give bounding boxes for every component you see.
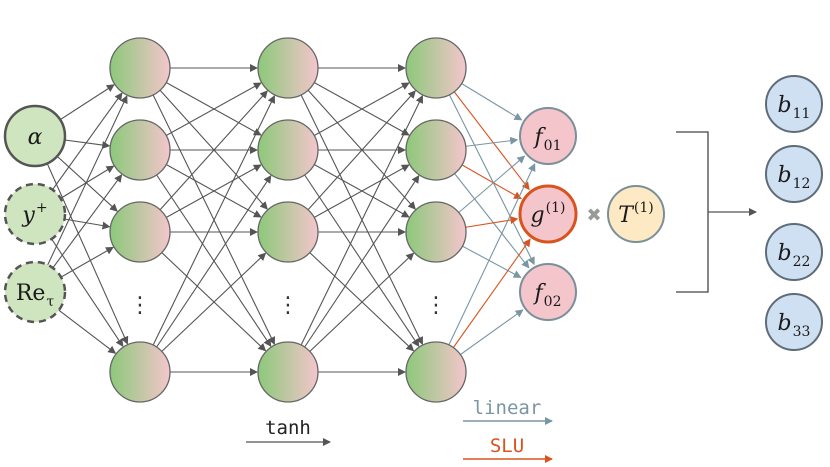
- result-label-11-sub: 11: [793, 106, 811, 122]
- tensor-basis-label-base: T: [618, 203, 635, 228]
- output-label-1: g(1): [531, 200, 566, 228]
- result-label-22-base: b: [778, 241, 792, 266]
- legend-slu-label: SLU: [490, 435, 524, 457]
- result-label-33: b33: [778, 311, 811, 340]
- legend-tanh-label: tanh: [265, 417, 311, 439]
- hidden-ellipsis-l2: ⋮: [277, 293, 299, 318]
- edge-h1n3-h2n0: [139, 94, 275, 373]
- tensor-basis-node: [607, 185, 665, 243]
- output-node-0: [519, 107, 577, 165]
- input-node-2: [3, 260, 67, 324]
- hidden-node-l1-2: [109, 201, 171, 263]
- input-label-2-sub: τ: [46, 294, 54, 310]
- hidden-node-l2-1: [257, 119, 319, 181]
- edge-h2n3-h3n1: [287, 174, 420, 373]
- result-node-33: [765, 293, 823, 351]
- result-label-11: b11: [778, 93, 811, 122]
- output-label-0-sub: 01: [544, 138, 562, 154]
- result-node-22: [765, 223, 823, 281]
- hidden-node-l3-1: [405, 119, 467, 181]
- input-label-1-sup: +: [36, 200, 48, 216]
- hidden-node-l2-0: [257, 37, 319, 99]
- edge-in0-h1n3: [34, 135, 129, 345]
- hidden-node-l1-3: [109, 341, 171, 403]
- hidden-node-l3-2: [405, 201, 467, 263]
- edge-h1n2-h2n0: [139, 90, 268, 233]
- edge-h1n3-h2n1: [139, 174, 272, 373]
- edge-h2n3-h3n0: [287, 94, 423, 373]
- result-node-12: [765, 145, 823, 203]
- output-node-2: [519, 263, 577, 321]
- result-label-12: b12: [778, 163, 811, 192]
- edge-h1n0-h2n3: [139, 67, 275, 346]
- hidden-node-l3-0: [405, 37, 467, 99]
- edge-h2n2-h3n0: [287, 90, 416, 233]
- input-label-1-base: y: [21, 203, 35, 228]
- hidden-node-l1-0: [109, 37, 171, 99]
- output-node-1: [518, 184, 578, 244]
- result-label-11-base: b: [778, 93, 792, 118]
- output-bracket: [676, 131, 709, 293]
- hidden-ellipsis-l1: ⋮: [129, 293, 151, 318]
- result-label-22: b22: [778, 241, 811, 270]
- input-label-1: y+: [21, 200, 47, 228]
- hidden-node-l3-3: [405, 341, 467, 403]
- node-layer: [3, 37, 823, 403]
- result-label-33-sub: 33: [793, 324, 811, 340]
- result-label-22-sub: 22: [793, 254, 811, 270]
- edge-h3n0-out2: [435, 67, 535, 266]
- hidden-node-l1-1: [109, 119, 171, 181]
- output-label-1-sup: (1): [546, 200, 566, 216]
- result-node-11: [765, 75, 823, 133]
- output-label-2-sub: 02: [544, 294, 562, 310]
- input-node-1: [3, 182, 67, 246]
- hidden-node-l2-2: [257, 201, 319, 263]
- edge-h2n0-h3n2: [287, 67, 416, 210]
- result-label-12-sub: 12: [793, 176, 811, 192]
- result-label-12-base: b: [778, 163, 792, 188]
- input-label-2: Reτ: [16, 281, 55, 310]
- legend-linear-label: linear: [473, 397, 542, 419]
- input-label-0-base: α: [28, 125, 43, 150]
- input-label-0: α: [28, 125, 43, 150]
- edge-h1n1-h2n3: [139, 149, 272, 348]
- hidden-ellipsis-l3: ⋮: [425, 293, 447, 318]
- edge-in2-h1n0: [34, 95, 128, 293]
- multiply-icon: ✖: [586, 205, 601, 226]
- edge-h3n3-out0: [435, 163, 536, 373]
- edge-h2n1-h3n3: [287, 149, 420, 348]
- result-label-33-base: b: [778, 311, 792, 336]
- hidden-node-l2-3: [257, 341, 319, 403]
- tensor-basis-label: T(1): [618, 200, 654, 228]
- tensor-basis-label-sup: (1): [634, 200, 654, 216]
- output-label-2: f02: [533, 281, 562, 310]
- input-node-0: [3, 104, 67, 168]
- edge-h2n0-h3n3: [287, 67, 423, 346]
- edge-h1n0-h2n2: [139, 67, 268, 210]
- input-label-2-base: Re: [16, 281, 46, 306]
- output-label-1-base: g: [531, 203, 545, 228]
